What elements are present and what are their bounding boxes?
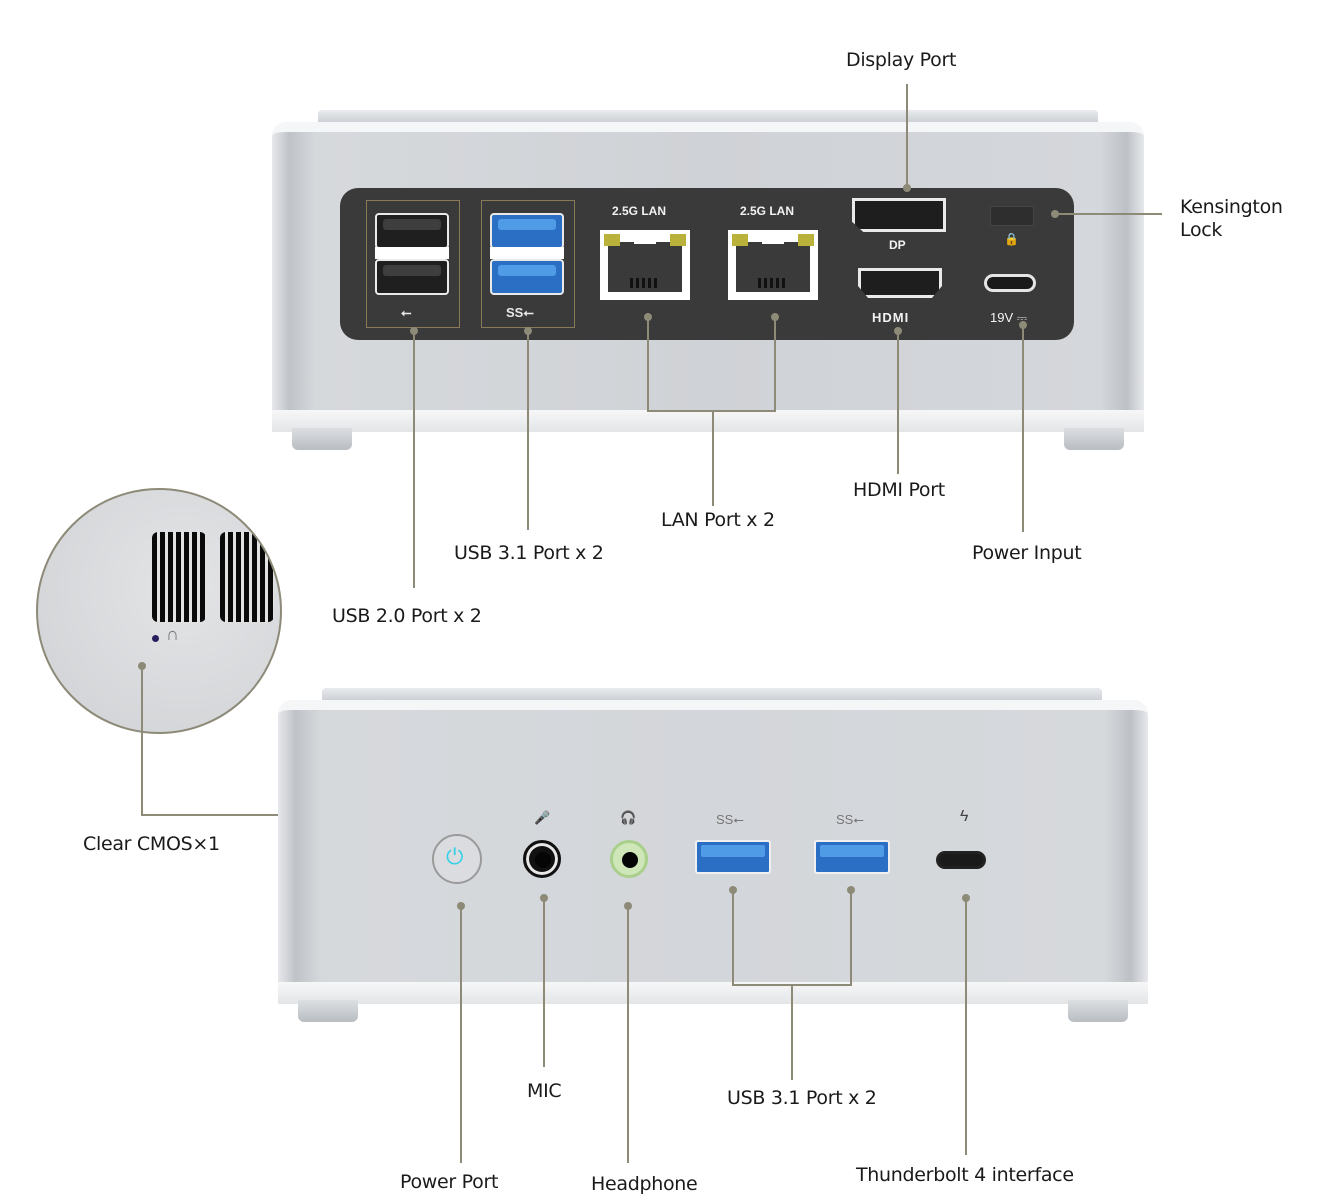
hdmi-port [858, 268, 942, 298]
vent-grille [152, 532, 206, 622]
thunderbolt-port [936, 851, 986, 869]
cmos-symbol-icon: ∩ [166, 624, 179, 644]
callout-power-port: Power Port [400, 1171, 499, 1193]
lock-icon: 🔒 [1004, 232, 1019, 246]
callout-usb31-front: USB 3.1 Port x 2 [727, 1087, 877, 1109]
lan-label: 2.5G LAN [740, 204, 795, 218]
device-foot [1068, 1000, 1128, 1022]
clear-cmos-zoom-circle: ∩ [36, 488, 282, 734]
callout-hdmi-port: HDMI Port [853, 479, 945, 501]
callout-display-port: Display Port [846, 49, 957, 71]
callout-power-input: Power Input [972, 542, 1082, 564]
callout-usb31-rear: USB 3.1 Port x 2 [454, 542, 604, 564]
callout-clear-cmos: Clear CMOS×1 [83, 833, 220, 855]
callout-mic: MIC [527, 1080, 562, 1102]
mic-jack [523, 840, 561, 878]
device-foot [1064, 428, 1124, 450]
callout-kensington-lock: Kensington [1180, 196, 1283, 218]
rear-view-device: ⭠ SS⭠ 2.5G LAN 2.5G LAN DP HDMI [272, 110, 1144, 458]
usb31-port [490, 259, 564, 295]
device-foot [292, 428, 352, 450]
headphone-jack [610, 840, 648, 878]
lan-port [600, 230, 690, 300]
lan-port [728, 230, 818, 300]
device-lid [318, 110, 1098, 124]
usb31-group: SS⭠ [481, 200, 575, 328]
superspeed-usb-icon: SS⭠ [716, 812, 744, 827]
device-base [278, 982, 1148, 1004]
mic-icon: 🎤 [534, 810, 551, 825]
callout-usb20: USB 2.0 Port x 2 [332, 605, 482, 627]
usb20-port [375, 213, 449, 249]
dp-label: DP [889, 238, 906, 252]
headphone-icon: 🎧 [620, 810, 637, 825]
front-view-device: ⏻ 🎤 🎧 SS⭠ SS⭠ ϟ [278, 688, 1148, 1033]
hdmi-label: HDMI [872, 310, 910, 325]
displayport-port [852, 198, 946, 232]
callout-lan-port: LAN Port x 2 [661, 509, 775, 531]
rear-io-panel: ⭠ SS⭠ 2.5G LAN 2.5G LAN DP HDMI [340, 188, 1074, 340]
power-input-label: 19V ⎓ [990, 310, 1028, 325]
device-lid [322, 688, 1102, 702]
usb-icon: ⭠ [401, 305, 412, 320]
usb20-port [375, 259, 449, 295]
lan-label: 2.5G LAN [612, 204, 667, 218]
power-button[interactable]: ⏻ [432, 834, 482, 884]
usb31-port [490, 213, 564, 249]
clear-cmos-pinhole [152, 635, 159, 642]
usb20-group: ⭠ [366, 200, 460, 328]
thunderbolt-icon: ϟ [960, 808, 969, 825]
power-icon: ⏻ [446, 844, 464, 869]
kensington-lock-slot [990, 206, 1034, 226]
device-foot [298, 1000, 358, 1022]
usb31-port [814, 840, 890, 874]
callout-thunderbolt: Thunderbolt 4 interface [856, 1164, 1074, 1186]
power-input-usbc-port [984, 274, 1036, 292]
callout-headphone: Headphone [591, 1173, 698, 1195]
device-base [272, 410, 1144, 432]
callout-kensington-lock-2: Lock [1180, 219, 1223, 241]
usb31-port [695, 840, 771, 874]
vent-grille [220, 532, 274, 622]
superspeed-usb-icon: SS⭠ [836, 812, 864, 827]
superspeed-usb-icon: SS⭠ [506, 305, 534, 320]
